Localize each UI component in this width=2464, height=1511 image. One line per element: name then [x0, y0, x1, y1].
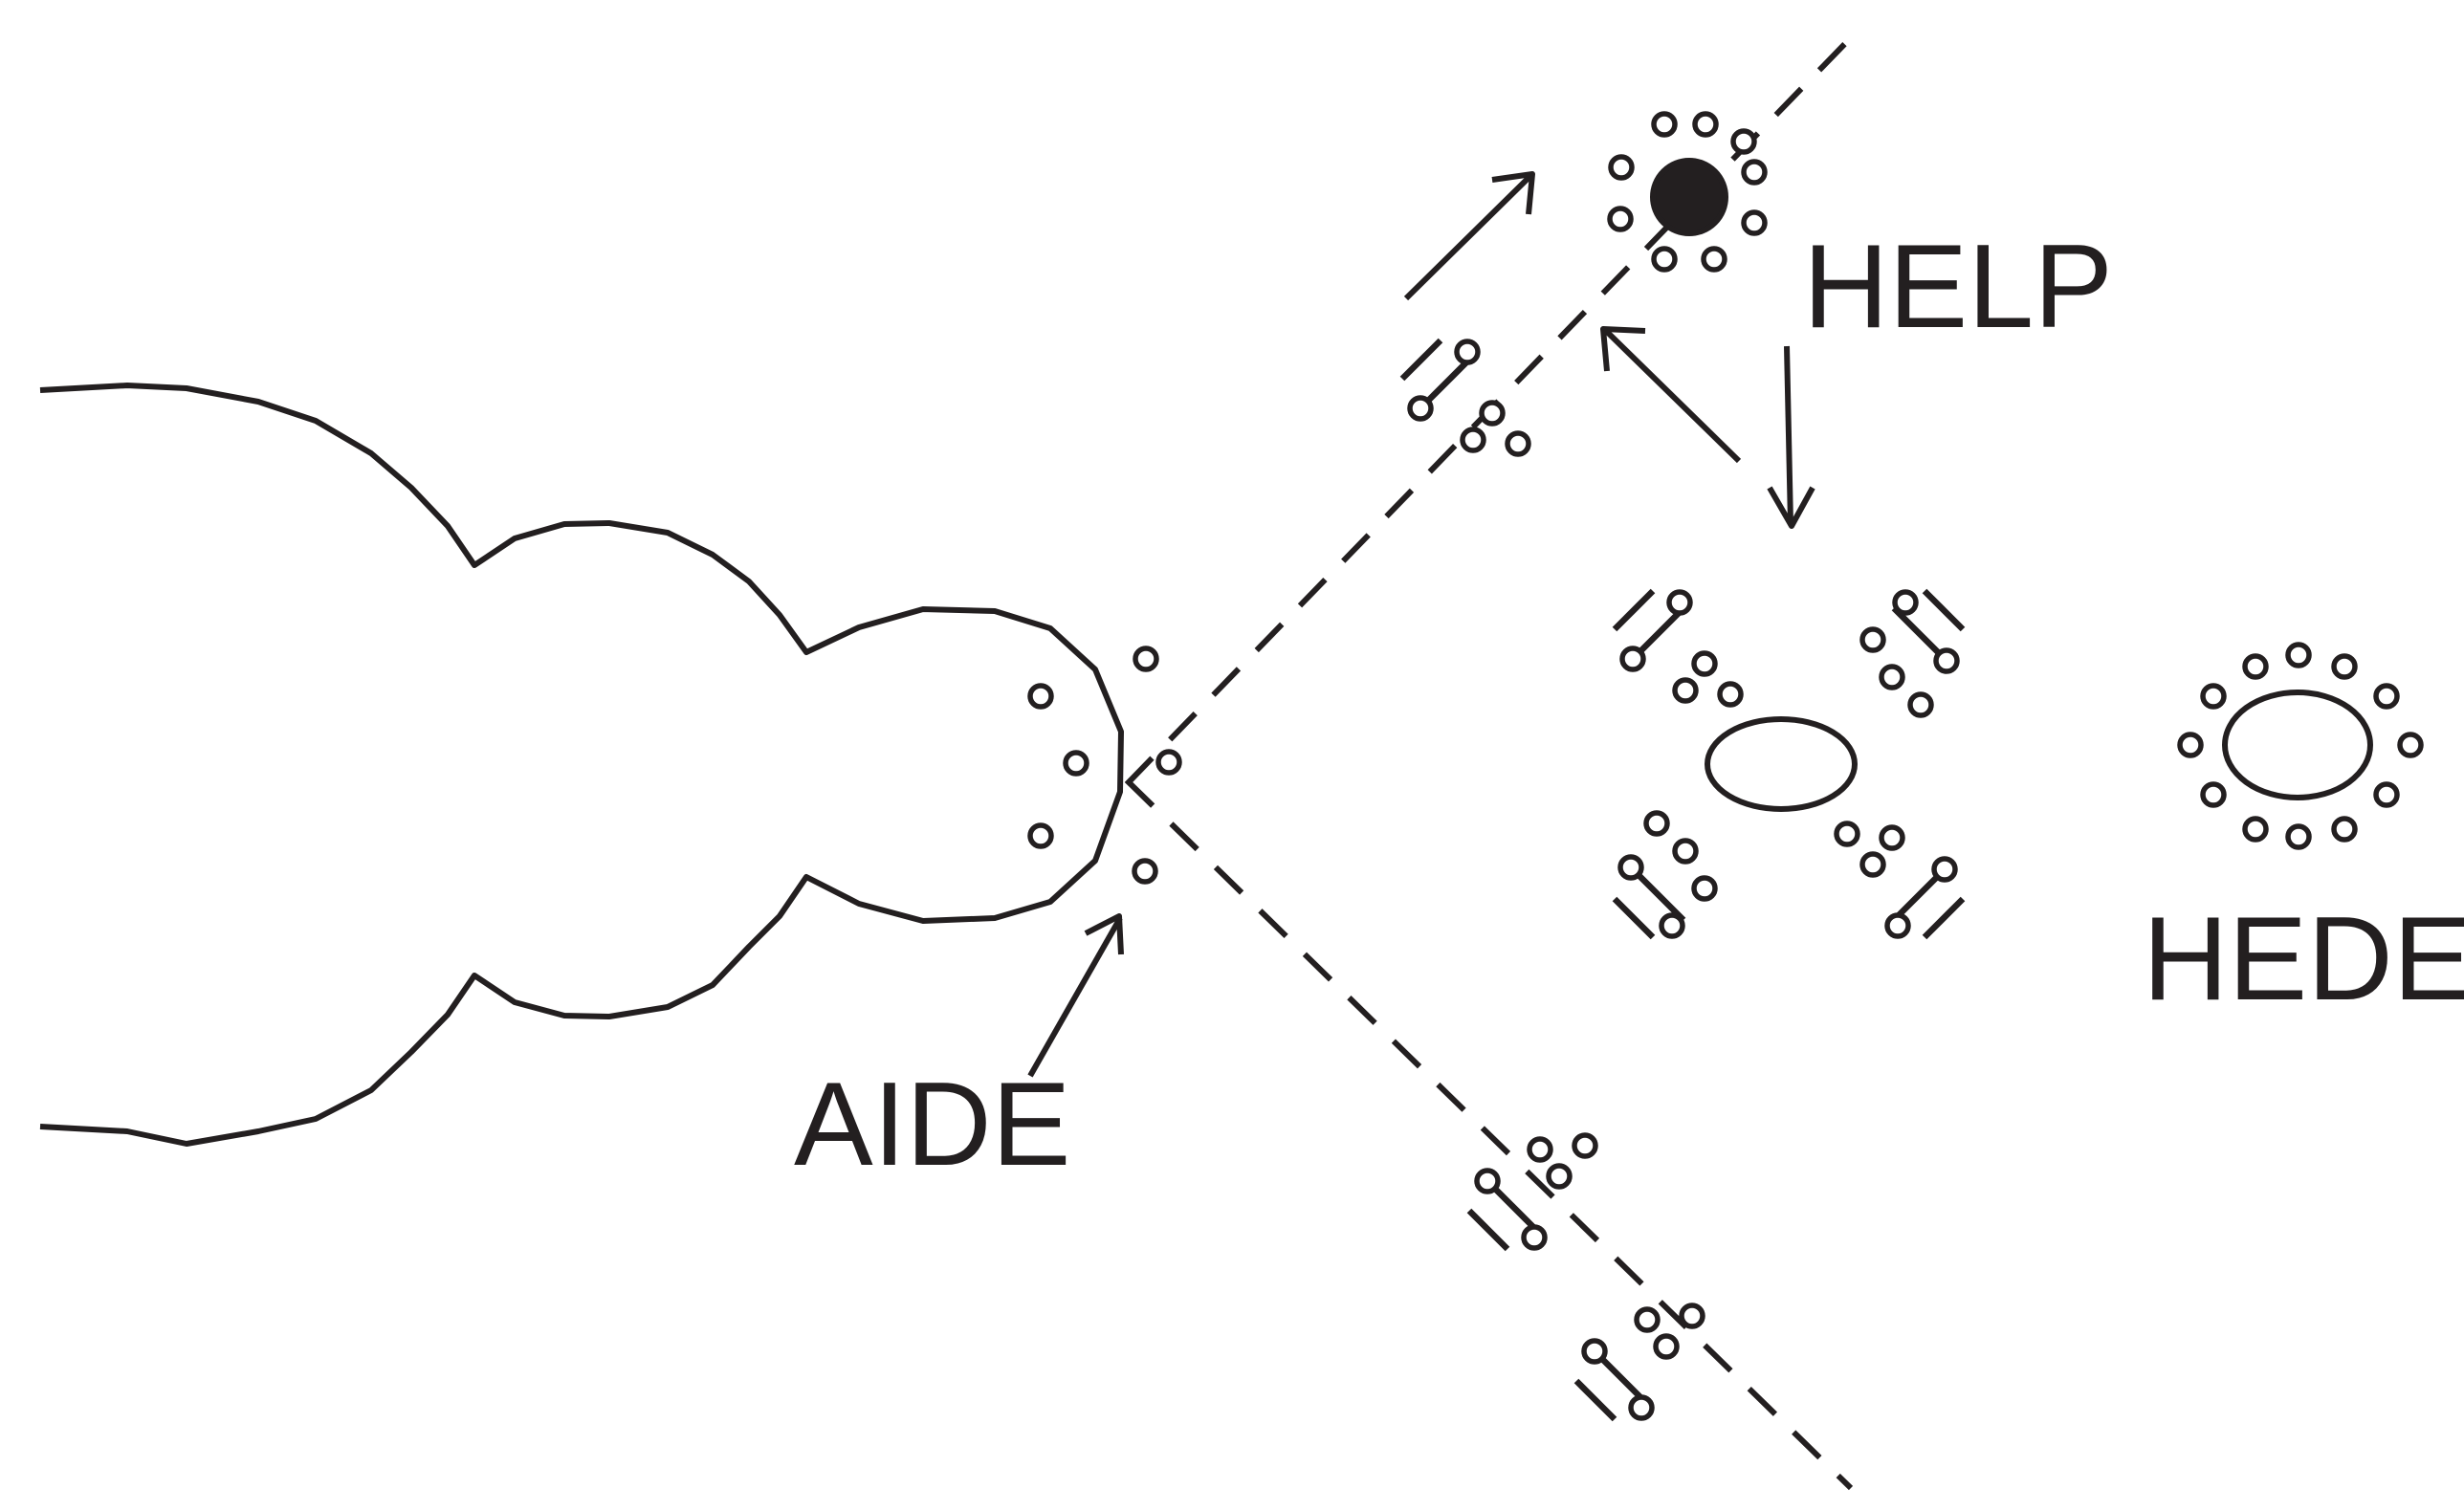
target-node — [1607, 111, 1768, 273]
lower-dashed-path — [1124, 777, 1854, 1491]
label-help: HELP — [1803, 221, 2113, 353]
upper-path-motif — [1402, 340, 1529, 454]
lower-path-motif-2 — [1576, 1305, 1703, 1419]
root-tip-dots — [1027, 646, 1182, 885]
arrow-help-to-target — [1600, 326, 1742, 464]
filled-circle-icon — [1650, 158, 1728, 236]
lower-path-motif-1 — [1469, 1135, 1595, 1249]
label-hede: HEDE — [2143, 893, 2464, 1025]
root-outline — [39, 383, 1124, 1147]
ellipse-cell — [1705, 716, 1858, 812]
arrow-help-to-cell — [1767, 345, 1815, 529]
label-aide: AIDE — [794, 1059, 1070, 1191]
central-cell — [1615, 591, 1963, 937]
hede-cell — [2177, 642, 2424, 850]
arrow-to-target — [1403, 171, 1535, 301]
arrow-to-root-tip — [1027, 913, 1124, 1078]
